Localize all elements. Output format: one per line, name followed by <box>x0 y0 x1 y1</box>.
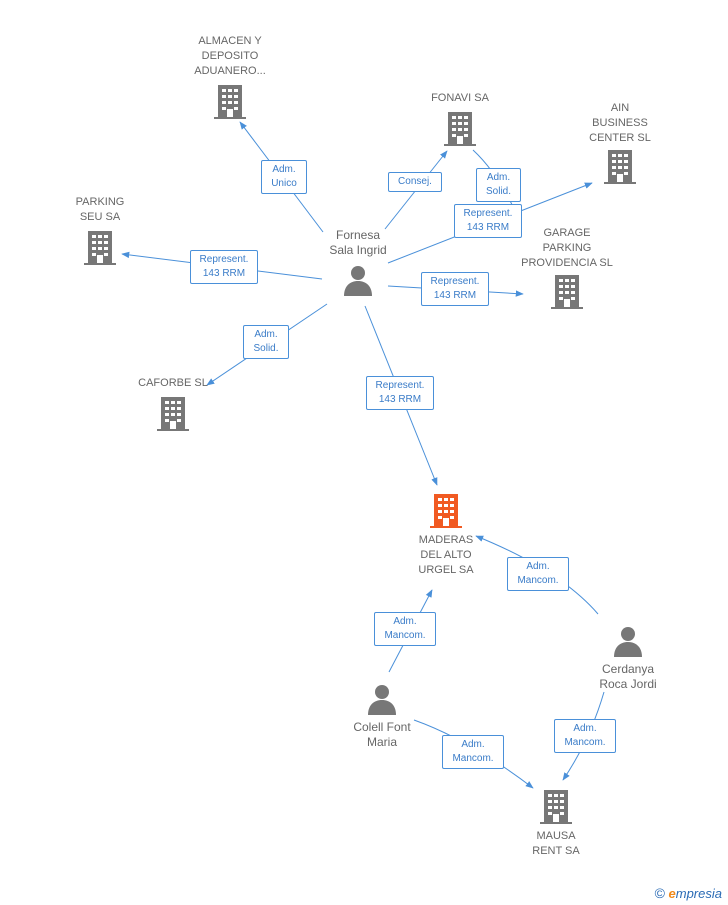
company-label-mausa: MAUSA RENT SA <box>532 830 580 857</box>
edge-label-adm-unico: Adm. Unico <box>261 160 307 194</box>
company-node-ain[interactable]: AIN BUSINESS CENTER SL <box>560 101 680 189</box>
person-node-fornesa[interactable]: Fornesa Sala Ingrid <box>298 228 418 301</box>
building-icon <box>540 790 572 824</box>
edge-label-adm-mancom-cerdanya-mausa: Adm. Mancom. <box>554 719 616 753</box>
empresia-logo: © empresia <box>655 885 722 901</box>
building-icon <box>84 231 116 265</box>
company-label-maderas: MADERAS DEL ALTO URGEL SA <box>418 534 474 576</box>
company-label-almacen: ALMACEN Y DEPOSITO ADUANERO... <box>194 35 266 77</box>
building-icon <box>444 112 476 146</box>
edge-label-adm-mancom-colell-mausa: Adm. Mancom. <box>442 735 504 769</box>
logo-first-letter: e <box>668 886 676 901</box>
company-node-maderas[interactable]: MADERAS DEL ALTO URGEL SA <box>386 492 506 578</box>
company-node-mausa[interactable]: MAUSA RENT SA <box>496 788 616 859</box>
edge-label-adm-mancom-colell-maderas: Adm. Mancom. <box>374 612 436 646</box>
company-label-garage: GARAGE PARKING PROVIDENCIA SL <box>521 227 613 269</box>
company-label-parking: PARKING SEU SA <box>75 196 125 223</box>
edge-label-represent-garage: Represent. 143 RRM <box>421 272 489 306</box>
edge-label-represent-ain: Represent. 143 RRM <box>454 204 522 238</box>
person-label-colell: Colell Font Maria <box>353 720 411 749</box>
edge-label-adm-solid-caforbe: Adm. Solid. <box>243 325 289 359</box>
copyright-icon: © <box>654 885 665 901</box>
person-node-colell[interactable]: Colell Font Maria <box>322 683 442 750</box>
building-icon <box>157 397 189 431</box>
company-label-caforbe: CAFORBE SL <box>138 377 208 389</box>
person-label-fornesa: Fornesa Sala Ingrid <box>329 228 387 257</box>
person-node-cerdanya[interactable]: Cerdanya Roca Jordi <box>568 625 688 692</box>
company-node-fonavi[interactable]: FONAVI SA <box>400 91 520 151</box>
company-node-almacen[interactable]: ALMACEN Y DEPOSITO ADUANERO... <box>170 34 290 124</box>
company-label-ain: AIN BUSINESS CENTER SL <box>589 102 651 144</box>
edge-label-represent-maderas: Represent. 143 RRM <box>366 376 434 410</box>
building-icon <box>604 150 636 184</box>
company-node-garage[interactable]: GARAGE PARKING PROVIDENCIA SL <box>507 226 627 314</box>
company-node-caforbe[interactable]: CAFORBE SL <box>113 376 233 436</box>
person-icon <box>344 266 372 296</box>
edge-label-represent-parking: Represent. 143 RRM <box>190 250 258 284</box>
company-node-parking[interactable]: PARKING SEU SA <box>40 195 160 270</box>
person-label-cerdanya: Cerdanya Roca Jordi <box>599 662 657 691</box>
logo-text: mpresia <box>675 886 722 901</box>
building-icon <box>214 85 246 119</box>
building-icon <box>551 275 583 309</box>
person-icon <box>614 627 642 657</box>
edge-label-adm-solid-fonavi: Adm. Solid. <box>476 168 521 202</box>
person-icon <box>368 685 396 715</box>
edge-label-adm-mancom-cerdanya-maderas: Adm. Mancom. <box>507 557 569 591</box>
company-label-fonavi: FONAVI SA <box>431 92 489 104</box>
building-icon <box>430 494 462 528</box>
edge-label-consej: Consej. <box>388 172 442 192</box>
